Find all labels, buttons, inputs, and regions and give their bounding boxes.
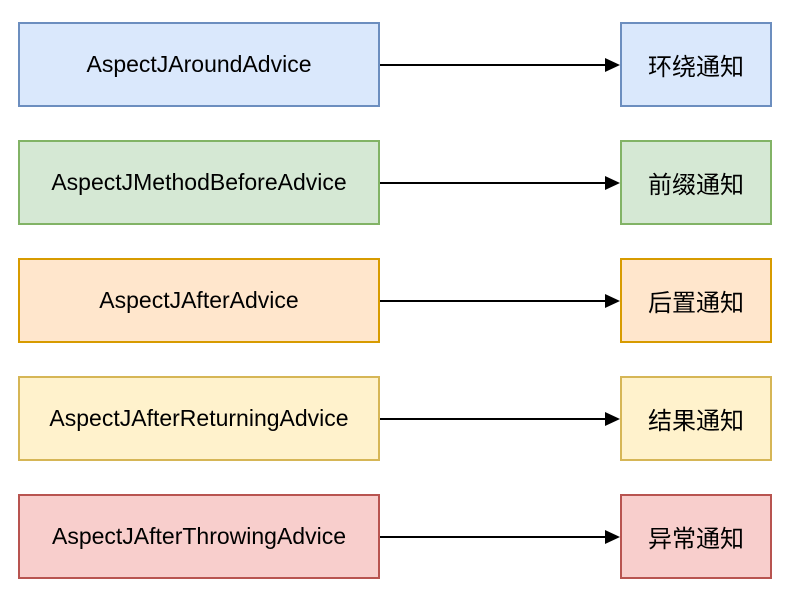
node-label: AspectJAfterAdvice (99, 287, 299, 313)
source-node-aspectj-around-advice: AspectJAroundAdvice (18, 22, 380, 107)
arrow-right-icon (605, 57, 620, 72)
node-label: AspectJAfterReturningAdvice (49, 405, 349, 431)
target-node-throwing-advice: 异常通知 (620, 494, 772, 579)
arrow-right-icon (605, 293, 620, 308)
arrow-line (380, 181, 605, 184)
source-node-aspectj-method-before-advice: AspectJMethodBeforeAdvice (18, 140, 380, 225)
arrow-connector (380, 22, 620, 107)
arrow-connector (380, 258, 620, 343)
flow-row: AspectJAfterAdvice 后置通知 (18, 258, 772, 343)
node-label: 后置通知 (648, 290, 744, 317)
node-label: AspectJAfterThrowingAdvice (51, 523, 346, 549)
node-label: AspectJAroundAdvice (86, 51, 312, 77)
node-label: 结果通知 (648, 408, 744, 435)
arrow-right-icon (605, 175, 620, 190)
arrow-line (380, 535, 605, 538)
source-node-aspectj-after-advice: AspectJAfterAdvice (18, 258, 380, 343)
source-node-aspectj-after-returning-advice: AspectJAfterReturningAdvice (18, 376, 380, 461)
target-node-around-advice: 环绕通知 (620, 22, 772, 107)
target-node-after-advice: 后置通知 (620, 258, 772, 343)
flow-row: AspectJAfterThrowingAdvice 异常通知 (18, 494, 772, 579)
arrow-right-icon (605, 411, 620, 426)
arrow-line (380, 417, 605, 420)
node-label: 异常通知 (648, 526, 744, 553)
flow-row: AspectJAroundAdvice 环绕通知 (18, 22, 772, 107)
node-label: 前缀通知 (648, 172, 744, 199)
target-node-before-advice: 前缀通知 (620, 140, 772, 225)
source-node-aspectj-after-throwing-advice: AspectJAfterThrowingAdvice (18, 494, 380, 579)
arrow-right-icon (605, 529, 620, 544)
arrow-connector (380, 376, 620, 461)
arrow-connector (380, 140, 620, 225)
arrow-line (380, 63, 605, 66)
flow-row: AspectJAfterReturningAdvice 结果通知 (18, 376, 772, 461)
arrow-line (380, 299, 605, 302)
arrow-connector (380, 494, 620, 579)
flow-row: AspectJMethodBeforeAdvice 前缀通知 (18, 140, 772, 225)
node-label: AspectJMethodBeforeAdvice (51, 169, 347, 195)
node-label: 环绕通知 (648, 54, 744, 81)
target-node-returning-advice: 结果通知 (620, 376, 772, 461)
